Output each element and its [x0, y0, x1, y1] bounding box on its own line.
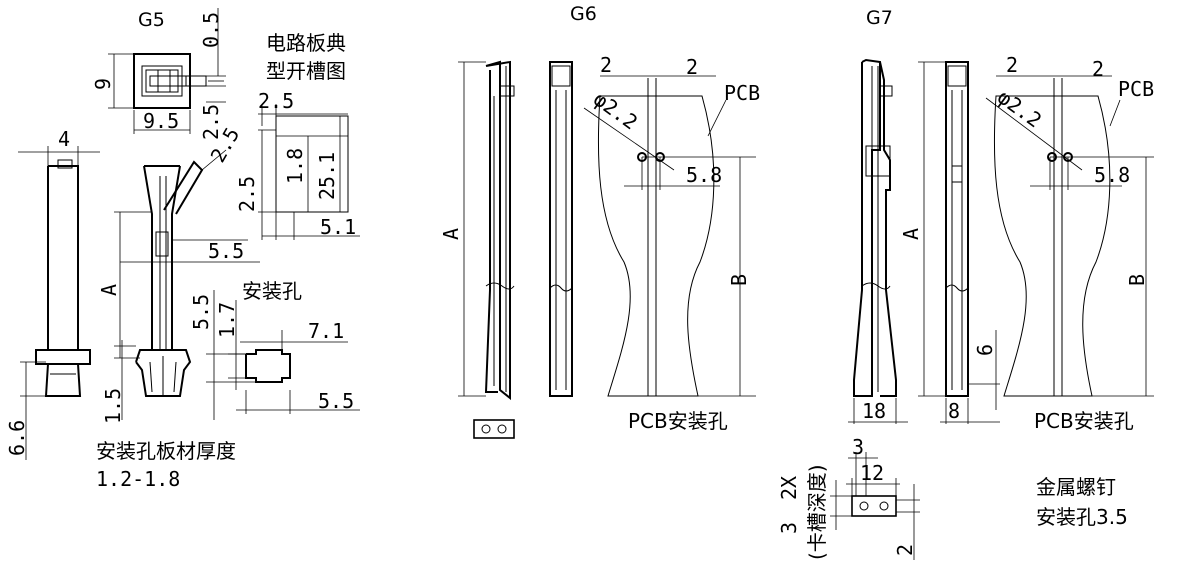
g5-hole-5-5-bottom: 5.5	[318, 389, 354, 413]
g7-pcb-label: PCB	[1118, 77, 1154, 101]
g7-screw-label-1: 金属螺钉	[1036, 475, 1116, 499]
g6-dim-A: A	[439, 228, 463, 240]
g7-pcb-hole-label: PCB安装孔	[1034, 409, 1134, 433]
g7-slot-depth-label: (卡槽深度)	[805, 464, 829, 560]
g6-dim-5-8: 5.8	[686, 163, 722, 187]
g7-screw-detail	[830, 452, 920, 560]
g6-dim-2-left: 2	[600, 53, 612, 77]
g5-dim-1-5: 1.5	[101, 388, 125, 424]
g5-title: G5	[138, 9, 165, 31]
g6-rail-side	[458, 60, 515, 439]
g5-slot-1-8: 1.8	[283, 148, 307, 184]
g7-pcb-outline	[985, 75, 1154, 397]
g5-top-view	[108, 8, 226, 134]
g6-pcb-label: PCB	[724, 81, 760, 105]
g5-hole-diagram	[206, 290, 360, 420]
g7-dim-2-right: 2	[1092, 57, 1104, 81]
g5-slot-diagram	[258, 104, 360, 240]
g5-hole-label: 安装孔	[242, 279, 302, 303]
g7-dim-3: 3	[852, 435, 864, 459]
g7-dim-5-8: 5.8	[1094, 163, 1130, 187]
g7-rail-side	[848, 58, 908, 424]
g5-slot-title-1: 电路板典	[266, 31, 346, 55]
g5-dim-0-5: 0.5	[199, 12, 223, 48]
g7-dim-8: 8	[948, 399, 960, 423]
g5-dim-5-5: 5.5	[208, 239, 244, 263]
g6-rail-front	[549, 61, 573, 397]
g5-hole-7-1: 7.1	[308, 319, 344, 343]
g7-dim-B: B	[1125, 274, 1149, 286]
g5-thickness-value: 1.2-1.8	[96, 467, 180, 491]
g5-clip-view	[114, 149, 260, 420]
g5-dim-9: 9	[91, 78, 115, 90]
g5-dim-4: 4	[58, 127, 70, 151]
g7-dim-2-left: 2	[1006, 53, 1018, 77]
g7-dim-3-left: 3	[777, 522, 801, 534]
g5-hole-5-5-left: 5.5	[189, 294, 213, 330]
g5-dim-2-5-a: 2.5	[199, 104, 223, 140]
g5-hole-1-7: 1.7	[215, 302, 239, 338]
g5-thickness-label: 安装孔板材厚度	[96, 439, 236, 463]
g5-dim-6-6: 6.6	[5, 420, 29, 456]
g5-slot-5-1: 5.1	[320, 215, 356, 239]
g7-dim-A: A	[899, 228, 923, 240]
g7-dim-12: 12	[860, 461, 884, 485]
g7-dim-6: 6	[973, 344, 997, 356]
g5-side-view	[18, 146, 100, 460]
g7-dim-phi: φ2.2	[993, 85, 1046, 133]
g6-pcb-hole-label: PCB安装孔	[628, 409, 728, 433]
g7-dim-18: 18	[862, 399, 886, 423]
g5-slot-25-1: 25.1	[315, 152, 339, 200]
g6-dim-2-right: 2	[686, 55, 698, 79]
g5-dim-9-5: 9.5	[143, 109, 179, 133]
g7-dim-2x: 2X	[777, 476, 801, 500]
g6-title: G6	[570, 3, 597, 25]
g5-dim-A: A	[97, 284, 121, 296]
g7-screw-label-2: 安装孔3.5	[1036, 505, 1128, 529]
g5-slot-2-5-top: 2.5	[258, 89, 294, 113]
g7-title: G7	[866, 7, 893, 29]
g6-pcb-outline	[583, 75, 756, 397]
g6-dim-B: B	[727, 274, 751, 286]
g5-slot-2-5-left: 2.5	[235, 176, 259, 212]
g5-slot-title-2: 型开槽图	[266, 59, 346, 83]
g6-dim-phi: φ2.2	[589, 87, 642, 135]
g7-dim-2-bottom: 2	[893, 544, 917, 556]
g7-rail-front	[918, 61, 1000, 424]
